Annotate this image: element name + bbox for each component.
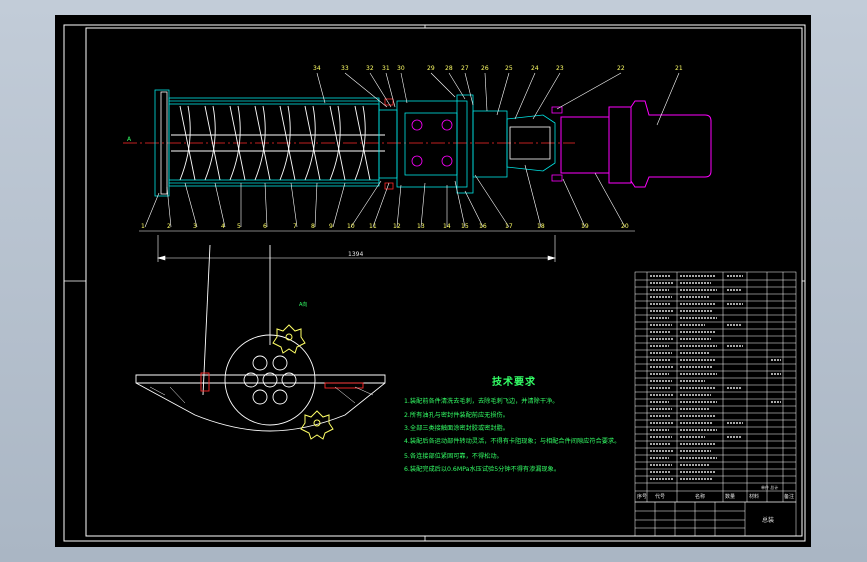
bottom-callout-8: 8 [311,223,315,230]
top-callout-33: 33 [341,65,349,72]
bottom-callout-19: 19 [581,223,589,230]
screw-rotor [171,105,385,181]
requirement-item: 5.各连接部位紧固可靠，不得松动。 [404,452,503,460]
bottom-callout-9: 9 [329,223,333,230]
requirements-list: 1.装配前各件清洗去毛刺，去除毛刺飞边，并清除干净。 2.所有油孔与密封件装配前… [404,395,652,477]
bottom-callout-10: 10 [347,223,355,230]
top-callout-21: 21 [675,65,683,72]
requirement-item: 3.全部三类接触面涂密封胶或密封脂。 [404,425,509,432]
knob-bottom [300,410,334,440]
bottom-callout-3: 3 [193,223,197,230]
top-callout-25: 25 [505,65,513,72]
bearing-housing [378,94,556,194]
requirements-title: 技术要求 [492,377,536,388]
bottom-callout-15: 15 [461,223,469,230]
knob-top [272,324,306,354]
parts-list [634,271,797,503]
leader-lines-top [316,72,680,126]
inner-border [85,27,803,537]
requirement-item: 2.所有油孔与密封件装配前应无损伤。 [404,411,509,419]
drawing-name: 总装 [762,517,775,524]
top-callout-26: 26 [481,65,489,72]
bottom-callout-4: 4 [221,223,225,230]
end-view [135,244,386,432]
bottom-callout-6: 6 [263,223,267,230]
requirement-item: 1.装配前各件清洗去毛刺，去除毛刺飞边，并清除干净。 [404,398,559,405]
top-callout-30: 30 [397,65,405,72]
drawing-sheet: A [55,15,811,547]
top-callout-29: 29 [427,65,435,72]
top-callout-32: 32 [366,65,374,72]
header-weight: 单件 总计 [761,485,779,490]
parts-list-entries [650,275,781,480]
end-view-hatching [149,386,374,404]
header-seq: 序号 [637,494,648,500]
header-qty: 数量 [725,494,736,500]
view-label: A向 [299,301,307,308]
top-callout-27: 27 [461,65,469,72]
outer-border [63,24,806,542]
motor [560,100,712,188]
overall-dimension: 1394 [348,251,363,258]
requirement-item: 6.装配完成后以0.6MPa水压试验5分钟不得有渗漏现象。 [404,466,561,473]
bottom-callout-18: 18 [537,223,545,230]
overall-dimension-line [156,235,557,262]
bottom-callout-11: 11 [369,223,377,230]
bottom-callout-16: 16 [479,223,487,230]
header-code: 代号 [655,494,666,500]
top-callout-24: 24 [531,65,539,72]
bottom-callout-1: 1 [141,223,145,230]
top-callout-28: 28 [445,65,453,72]
bottom-callout-17: 17 [505,223,513,230]
bottom-callout-7: 7 [293,223,297,230]
frame-ticks [64,25,805,541]
requirement-item: 4.装配后各运动部件转动灵活，不得有卡阻现象；与相配合件间隙应符合要求。 [404,437,621,445]
bottom-callout-2: 2 [167,223,171,230]
header-name: 名称 [695,494,706,500]
title-block [634,501,797,537]
bottom-callout-5: 5 [237,223,241,230]
top-callout-23: 23 [556,65,564,72]
header-material: 材料 [749,494,760,500]
leader-lines-bottom [144,164,626,228]
top-callout-22: 22 [617,65,625,72]
assembly-drawing: A [63,24,806,542]
top-callout-34: 34 [313,65,321,72]
top-callout-31: 31 [382,65,390,72]
bottom-callout-14: 14 [443,223,451,230]
bottom-callout-12: 12 [393,223,401,230]
section-mark-left: A [127,136,132,143]
header-remark: 备注 [784,494,795,500]
bottom-callout-13: 13 [417,223,425,230]
bottom-callout-20: 20 [621,223,629,230]
flange-bolts [551,106,563,182]
